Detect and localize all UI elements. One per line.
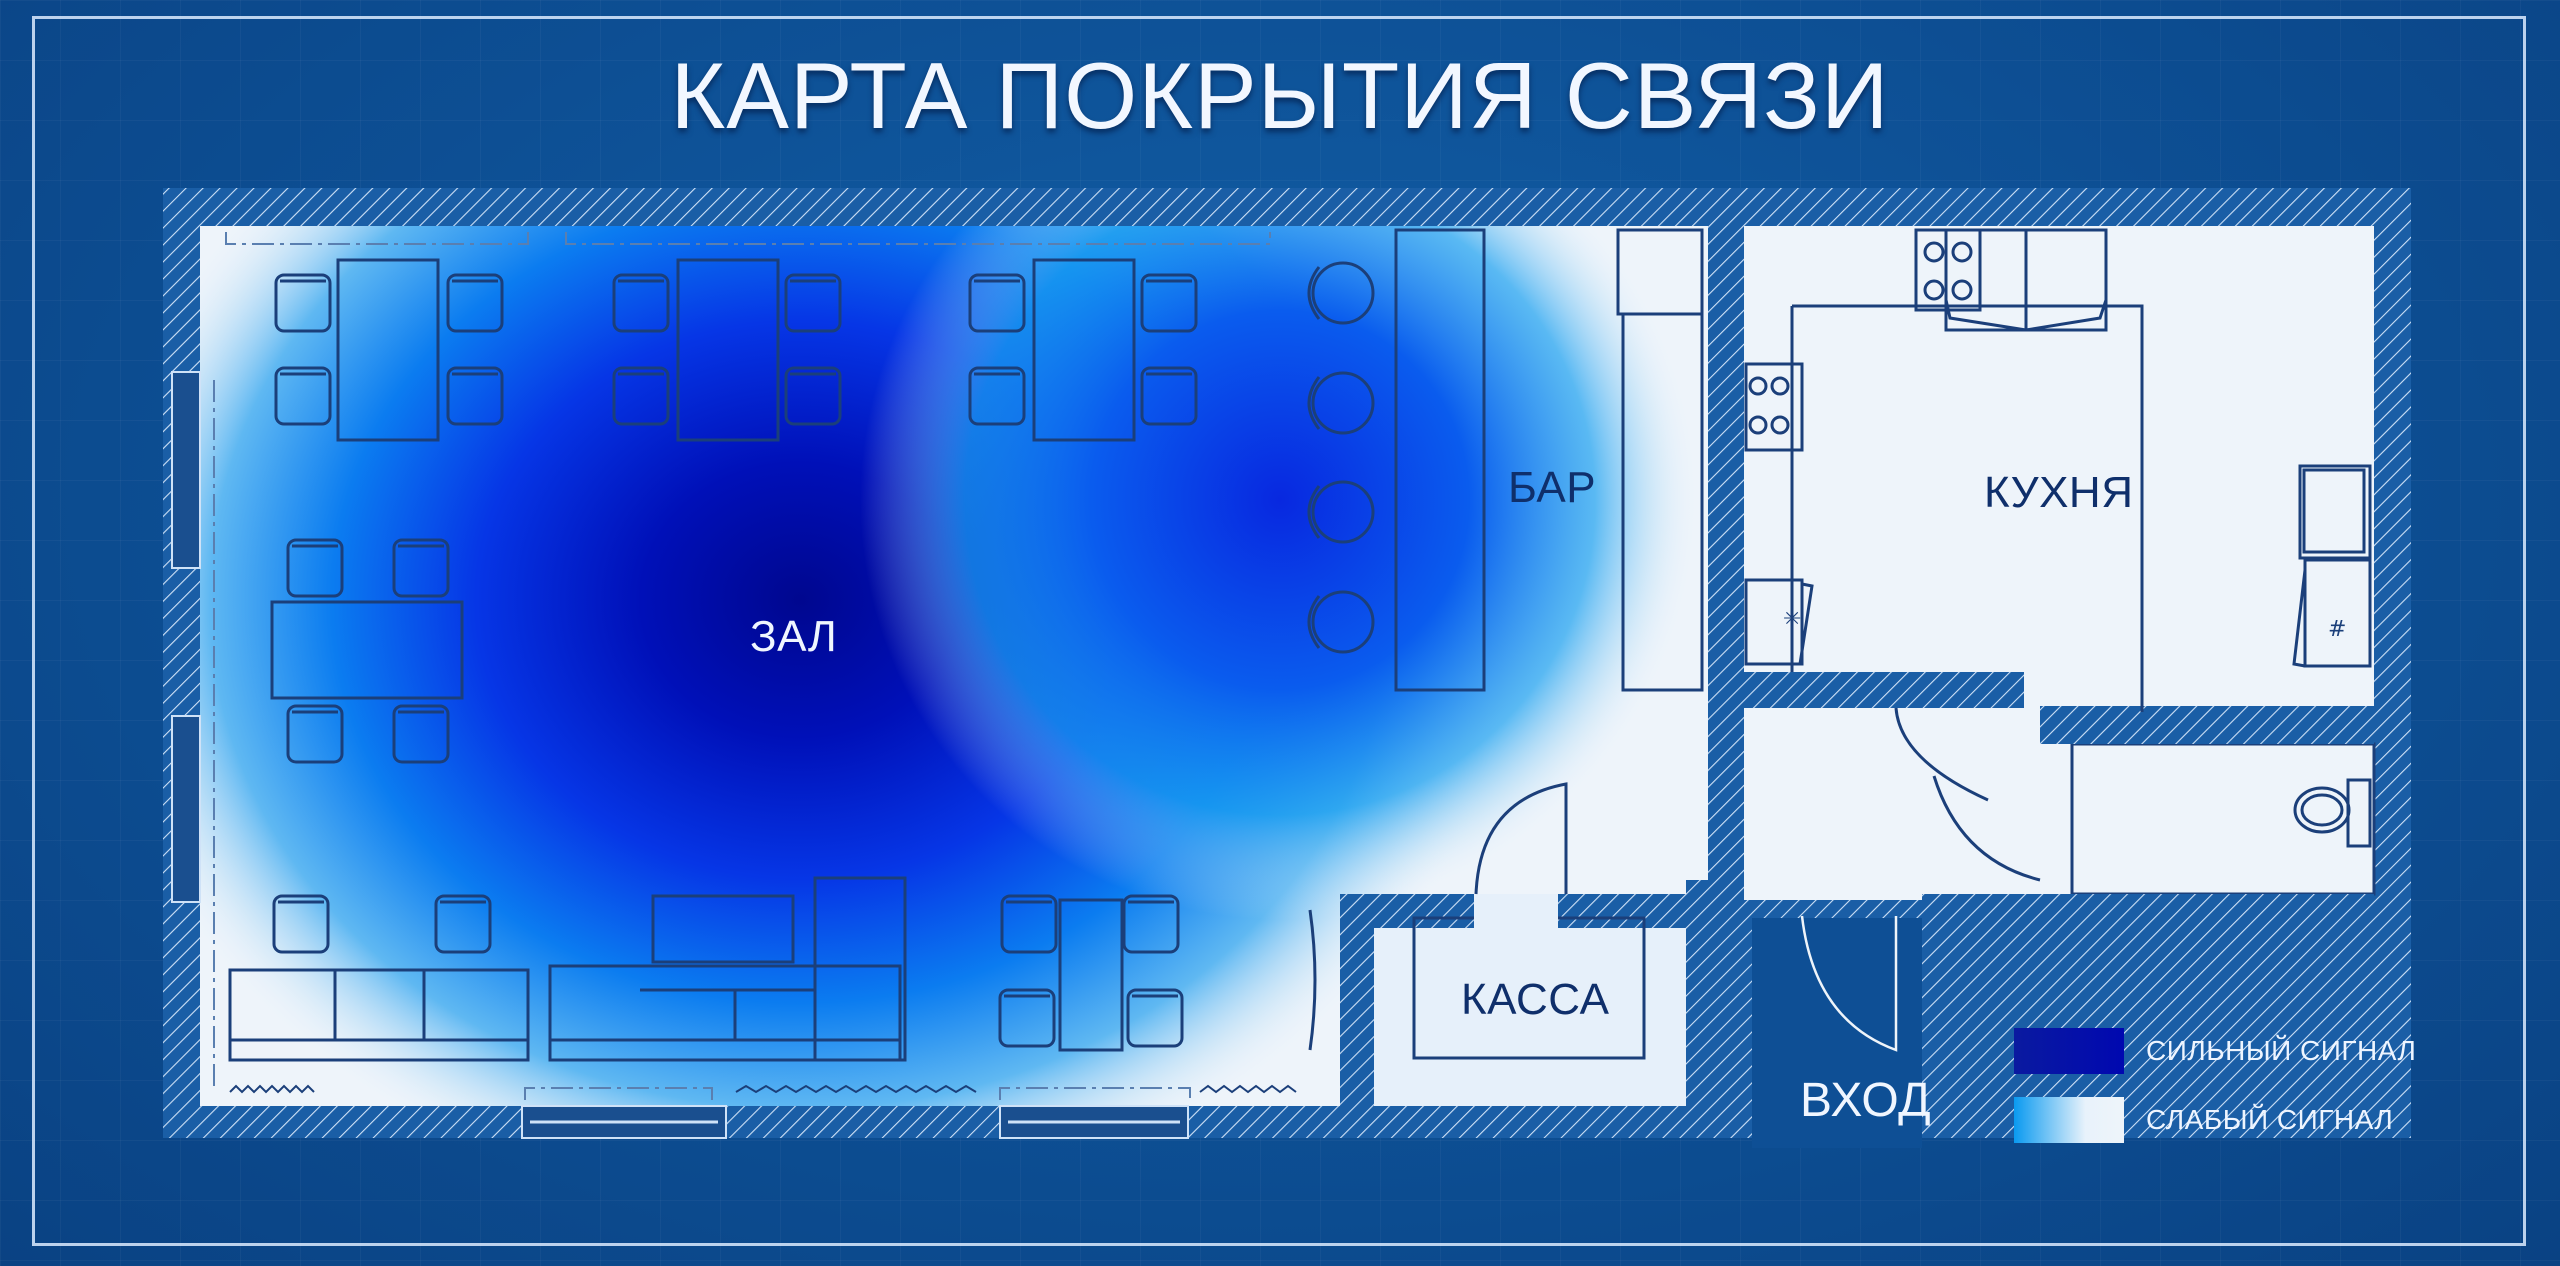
legend-label-strong: СИЛЬНЫЙ СИГНАЛ (2146, 1035, 2417, 1066)
kitchen-bottom-wall (1744, 672, 2024, 708)
legend: СИЛЬНЫЙ СИГНАЛ СЛАБЫЙ СИГНАЛ (2014, 1028, 2416, 1166)
table (270, 600, 464, 700)
bath-bottom-wall (1922, 894, 2374, 930)
toilet-icon (2293, 778, 2372, 848)
chairs (272, 273, 1198, 1048)
chair-icon (446, 273, 504, 333)
room-label-bar: БАР (1508, 463, 1597, 512)
left-windows (171, 371, 201, 903)
table (1058, 898, 1124, 1052)
room-label-kitchen: КУХНЯ (1984, 468, 2134, 517)
doors (1894, 707, 2041, 882)
radiators (229, 1084, 1297, 1094)
legend-item-weak: СЛАБЫЙ СИГНАЛ (2014, 1097, 2416, 1143)
chair-icon (612, 366, 670, 426)
weak-signal-swatch (2014, 1097, 2124, 1143)
entrance-area (1752, 918, 1922, 1148)
bathroom-floor (2070, 742, 2376, 896)
fridge-snowflake-icon: ✳ (1783, 607, 1801, 632)
chair-icon (1140, 366, 1198, 426)
map-title: КАРТА ПОКРЫТИЯ СВЯЗИ (670, 43, 1890, 148)
table (676, 258, 780, 442)
chair-icon (612, 273, 670, 333)
chair-icon (392, 704, 450, 764)
cashier-left-wall (1340, 894, 1374, 1106)
cashier-floor (1374, 928, 1686, 1106)
bottom-windows (521, 1105, 1189, 1139)
chair-icon (1140, 273, 1198, 333)
chair-icon (434, 894, 492, 954)
cashier-door[interactable] (1474, 782, 1568, 895)
chair-icon (968, 273, 1026, 333)
freezer-icon: # (2328, 617, 2346, 642)
bar-stool-icon (1307, 371, 1375, 435)
chair-icon (286, 704, 344, 764)
chair-icon (446, 366, 504, 426)
room-label-cashier: КАССА (1461, 975, 1610, 1024)
curtain-lines (213, 232, 1271, 1100)
kitchen-equipment (1744, 228, 2372, 712)
chair-icon (784, 366, 842, 426)
cashier-right-wall (1686, 880, 1722, 1106)
chair-icon (274, 273, 332, 333)
sofas (228, 876, 907, 1062)
legend-item-strong: СИЛЬНЫЙ СИГНАЛ (2014, 1028, 2416, 1074)
chair-icon (1000, 894, 1058, 954)
bar-stool-icon (1307, 480, 1375, 544)
table (1032, 258, 1136, 442)
signal-heatmap (200, 226, 1700, 1106)
strong-signal-swatch (2014, 1028, 2124, 1074)
chair-icon (286, 538, 344, 598)
chair-icon (274, 366, 332, 426)
decor-partition (1308, 909, 1317, 1051)
entrance-door[interactable] (1800, 915, 1898, 1052)
chair-icon (272, 894, 330, 954)
kitchen-door (1894, 707, 1989, 802)
bath-top-wall (2040, 706, 2374, 744)
chair-icon (998, 988, 1056, 1048)
kitchen-wall (1708, 226, 1744, 706)
bar-stool-icon (1307, 590, 1375, 654)
chair-icon (784, 273, 842, 333)
cashier-doorway (1474, 894, 1558, 928)
bar-stools (1307, 261, 1375, 654)
room-label-entrance: ВХОД (1800, 1074, 1932, 1127)
room-label-hall: ЗАЛ (750, 612, 838, 661)
chair-icon (1126, 988, 1184, 1048)
chair-icon (968, 366, 1026, 426)
legend-label-weak: СЛАБЫЙ СИГНАЛ (2146, 1104, 2394, 1135)
bar-stool-icon (1307, 261, 1375, 325)
chair-icon (392, 538, 450, 598)
chair-icon (1122, 894, 1180, 954)
bar-counter (1394, 228, 1704, 692)
table (336, 258, 440, 442)
bath-door (1932, 775, 2041, 882)
tables (270, 258, 1136, 1052)
